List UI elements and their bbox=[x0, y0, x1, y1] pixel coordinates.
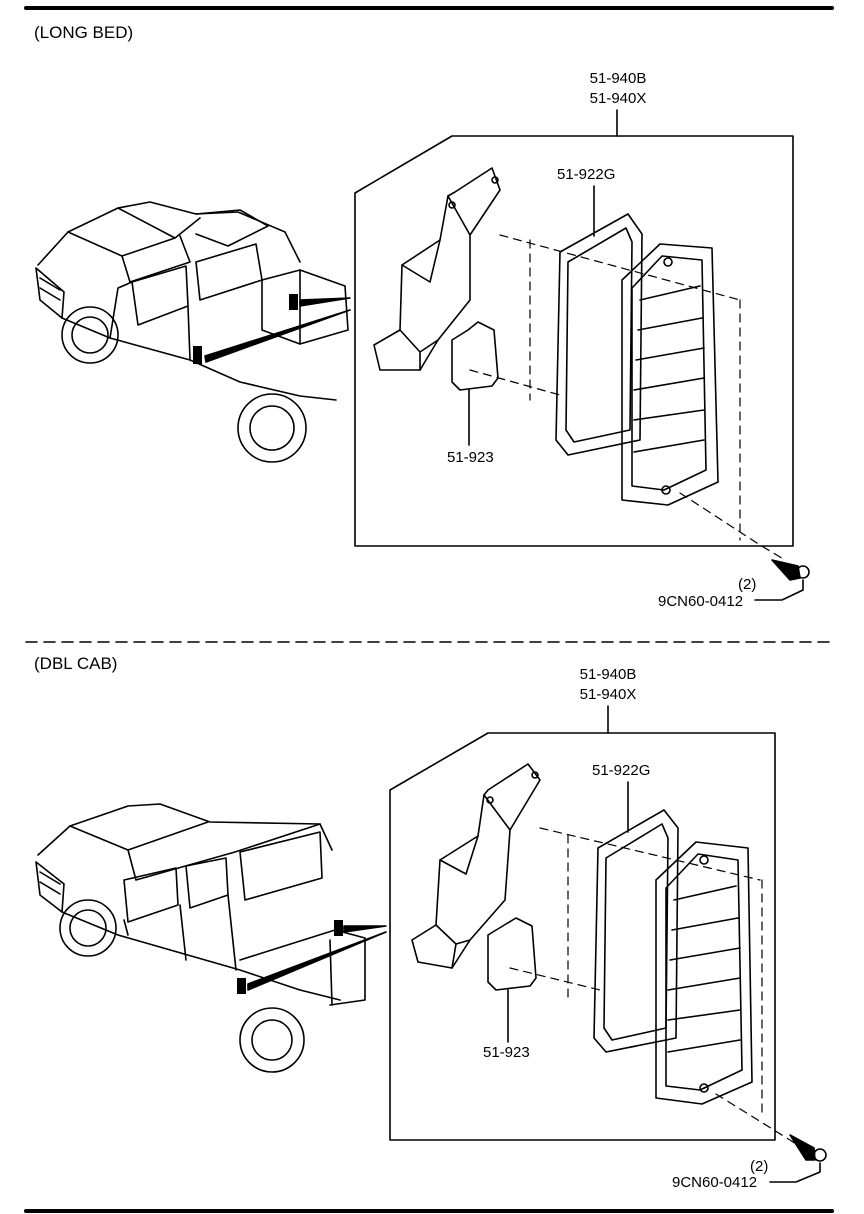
bracket-2 bbox=[411, 763, 541, 969]
assembly-part-number-alt: 51-940X bbox=[589, 90, 647, 107]
assembly-part-number: 51-940B bbox=[579, 666, 637, 683]
section-title-long-bed: (LONG BED) bbox=[34, 23, 134, 42]
louver-1 bbox=[621, 243, 719, 506]
screw-quantity: (2) bbox=[750, 1158, 769, 1175]
plate-part-number: 51-923 bbox=[483, 1044, 530, 1061]
screw-2 bbox=[769, 1134, 827, 1183]
bracket-1 bbox=[373, 167, 501, 371]
screw-quantity: (2) bbox=[738, 576, 757, 593]
plate-part-number: 51-923 bbox=[447, 449, 494, 466]
section-title-dbl-cab: (DBL CAB) bbox=[34, 654, 118, 673]
truck-long-bed-illustration bbox=[35, 201, 351, 463]
gasket-part-number: 51-922G bbox=[592, 762, 651, 779]
plate-1 bbox=[451, 321, 499, 446]
dashed-guides-2 bbox=[509, 827, 806, 1151]
screw-part-number: 9CN60-0412 bbox=[658, 593, 744, 610]
gasket-part-number: 51-922G bbox=[557, 166, 616, 183]
dashed-guides-1 bbox=[469, 234, 786, 561]
truck-dbl-cab-illustration bbox=[35, 803, 387, 1073]
assembly-box-2 bbox=[389, 732, 776, 1141]
louver-2 bbox=[655, 841, 753, 1105]
screw-part-number: 9CN60-0412 bbox=[672, 1174, 758, 1191]
plate-2 bbox=[487, 917, 537, 1043]
assembly-part-number-alt: 51-940X bbox=[579, 686, 637, 703]
assembly-box bbox=[354, 135, 794, 547]
screw-1 bbox=[754, 559, 810, 601]
assembly-part-number: 51-940B bbox=[589, 70, 647, 87]
gasket-1 bbox=[555, 185, 643, 456]
